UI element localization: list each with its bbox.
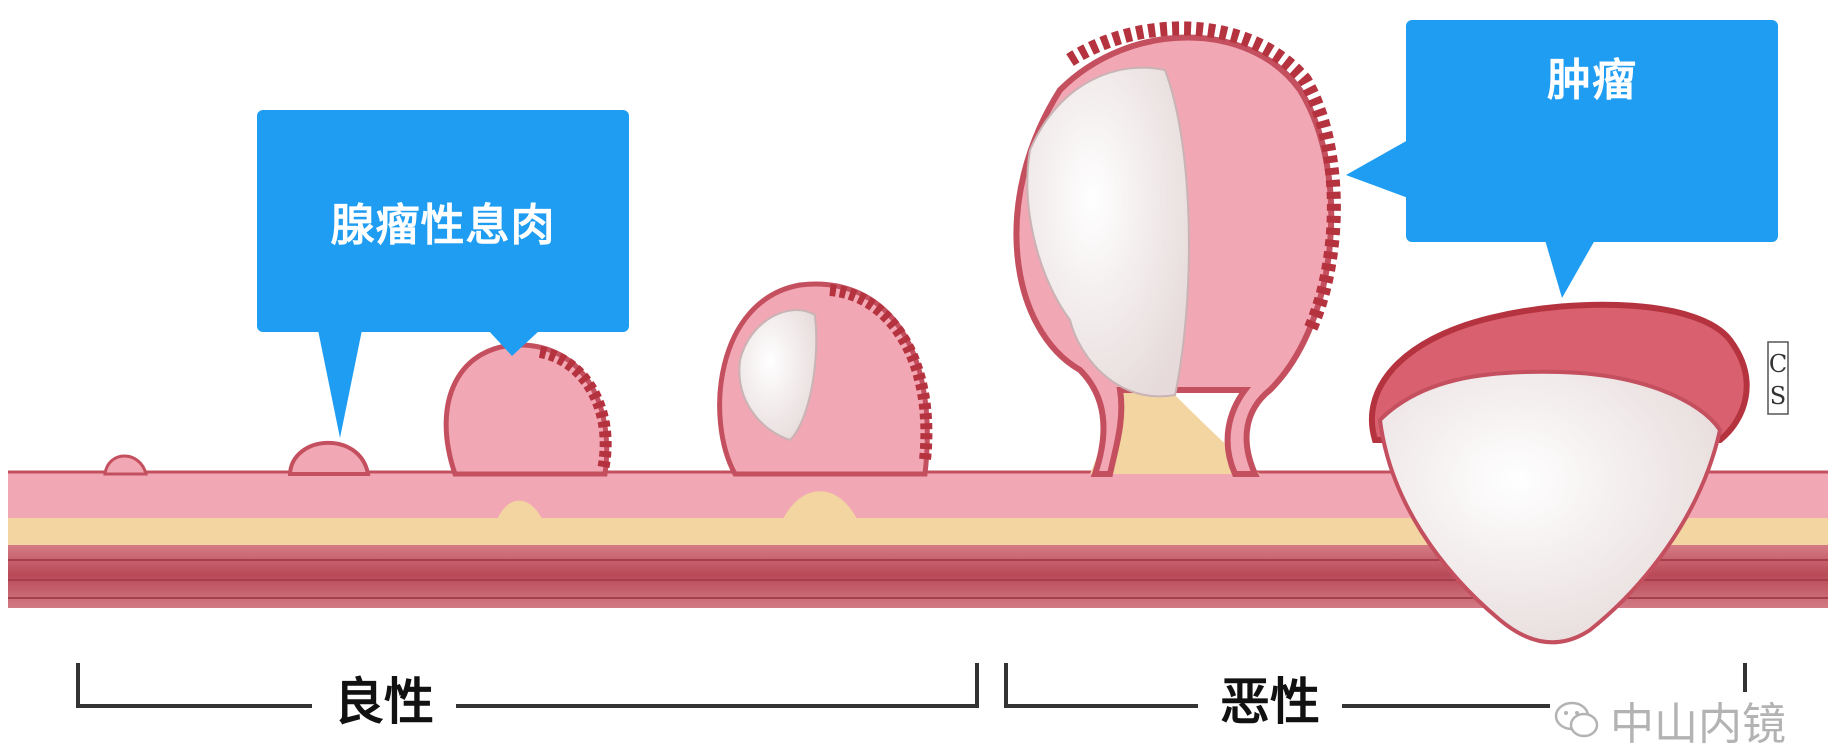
- pedunculated-tumor: [1016, 28, 1333, 474]
- svg-text:C: C: [1769, 350, 1787, 378]
- svg-text:S: S: [1770, 382, 1786, 410]
- watermark-text: 中山内镜: [1610, 688, 1786, 752]
- benign-bracket: [78, 663, 977, 706]
- tumor-callout: 肿瘤: [1406, 20, 1778, 242]
- small-polyp: [290, 443, 368, 474]
- benign-label: 良性: [312, 672, 456, 732]
- adenomatous-polyp-callout: 腺瘤性息肉: [257, 110, 629, 332]
- tiny-polyp: [105, 456, 146, 474]
- malignant-label: 恶性: [1198, 672, 1342, 732]
- cs-logo: C S: [1764, 340, 1792, 420]
- wechat-icon: [1554, 700, 1600, 740]
- watermark: 中山内镜: [1550, 692, 1790, 748]
